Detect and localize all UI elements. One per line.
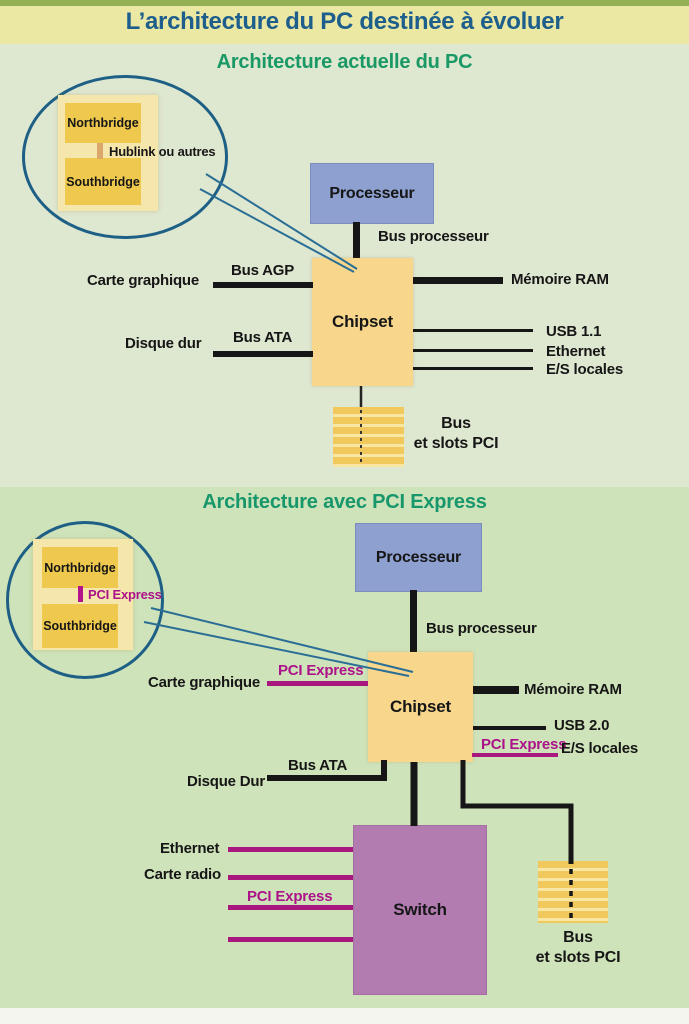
southbridge-label-top: Southbridge bbox=[66, 174, 140, 189]
pci-express-inset-label: PCI Express bbox=[88, 587, 162, 602]
pci-bus-line2-bottom: et slots PCI bbox=[535, 949, 621, 966]
bus-agp-line bbox=[213, 282, 313, 288]
chipset-box-top: Chipset bbox=[312, 258, 413, 386]
pci-express-connector-bottom bbox=[78, 586, 83, 602]
usb-label-top: USB 1.1 bbox=[546, 323, 602, 340]
radio-card-label: Carte radio bbox=[144, 866, 221, 883]
chipset-inset-ellipse-top bbox=[22, 75, 228, 239]
processor-bus-label-top: Bus processeur bbox=[378, 228, 489, 245]
memory-ram-label-bottom: Mémoire RAM bbox=[524, 681, 622, 698]
bus-ata-label-top: Bus ATA bbox=[233, 329, 293, 346]
graphics-card-label-bottom: Carte graphique bbox=[148, 674, 261, 691]
subtitle-pci-express: Architecture avec PCI Express bbox=[202, 491, 487, 513]
pci-slots-stack-top bbox=[333, 407, 404, 467]
memory-ram-line-top bbox=[413, 277, 503, 284]
southbridge-chip-bottom: Southbridge bbox=[42, 604, 118, 648]
bus-agp-label: Bus AGP bbox=[231, 262, 295, 279]
pci-express-switch-label: PCI Express bbox=[247, 888, 333, 905]
pci-express-graphics-label: PCI Express bbox=[278, 662, 364, 679]
top-border-strip bbox=[0, 0, 689, 6]
northbridge-label-top: Northbridge bbox=[67, 116, 139, 130]
chipset-box-bottom: Chipset bbox=[368, 652, 473, 762]
pci-bus-line2-top: et slots PCI bbox=[413, 435, 499, 452]
usb-label-bottom: USB 2.0 bbox=[554, 717, 610, 734]
memory-ram-label-top: Mémoire RAM bbox=[511, 271, 609, 288]
northbridge-label-bottom: Northbridge bbox=[44, 560, 116, 575]
switch-link-line-pci-express-1 bbox=[228, 905, 353, 910]
page-title: L’architecture du PC destinée à évoluer bbox=[125, 8, 564, 35]
chipset-label-bottom: Chipset bbox=[390, 697, 451, 716]
usb-line-top bbox=[413, 329, 533, 332]
ethernet-line-top bbox=[413, 349, 533, 352]
pci-express-local-io-label: PCI Express bbox=[481, 736, 567, 753]
northbridge-chip-bottom: Northbridge bbox=[42, 547, 118, 588]
southbridge-chip-top: Southbridge bbox=[65, 158, 141, 205]
pci-express-graphics-line bbox=[267, 681, 368, 686]
usb-line-bottom bbox=[473, 726, 546, 730]
memory-ram-line-bottom bbox=[473, 686, 519, 694]
northbridge-chip-top: Northbridge bbox=[65, 103, 141, 143]
switch-link-line-radio bbox=[228, 875, 353, 880]
processor-bus-line-top bbox=[353, 222, 360, 258]
bus-ata-line-top bbox=[213, 351, 313, 357]
ethernet-label-bottom: Ethernet bbox=[160, 840, 220, 857]
pci-slots-label-top: Bus et slots PCI bbox=[406, 414, 506, 454]
title-banner bbox=[0, 6, 689, 44]
processor-label-top: Processeur bbox=[329, 184, 415, 202]
southbridge-label-bottom: Southbridge bbox=[43, 619, 117, 633]
hard-disk-label-top: Disque dur bbox=[125, 335, 202, 352]
chipset-label-top: Chipset bbox=[332, 312, 393, 331]
pci-slots-stack-bottom bbox=[538, 861, 608, 923]
ethernet-label-top: Ethernet bbox=[546, 343, 606, 360]
local-io-line-top bbox=[413, 367, 533, 370]
processor-bus-label-bottom: Bus processeur bbox=[426, 620, 537, 637]
chipset-inset-ellipse-bottom bbox=[6, 521, 164, 679]
bottom-border-strip bbox=[0, 1008, 689, 1024]
switch-box: Switch bbox=[353, 825, 487, 995]
pci-bus-line1-top: Bus bbox=[441, 415, 471, 432]
hublink-label-top: Hublink ou autres bbox=[109, 144, 216, 159]
hublink-connector-top bbox=[97, 143, 103, 159]
switch-link-line-ethernet bbox=[228, 847, 353, 852]
switch-link-line-pci-express-2 bbox=[228, 937, 353, 942]
bus-ata-label-bottom: Bus ATA bbox=[288, 757, 348, 774]
processor-bus-line-bottom bbox=[410, 590, 417, 652]
pci-slots-label-bottom: Bus et slots PCI bbox=[528, 928, 628, 968]
switch-label: Switch bbox=[393, 900, 447, 919]
processor-box-top: Processeur bbox=[310, 163, 434, 224]
subtitle-current-architecture: Architecture actuelle du PC bbox=[216, 51, 473, 73]
pci-express-local-io-line bbox=[472, 753, 558, 757]
local-io-label-top: E/S locales bbox=[546, 361, 624, 378]
hard-disk-label-bottom: Disque Dur bbox=[187, 773, 266, 790]
processor-box-bottom: Processeur bbox=[355, 523, 482, 592]
local-io-label-bottom: E/S locales bbox=[561, 740, 639, 757]
processor-label-bottom: Processeur bbox=[375, 548, 462, 566]
graphics-card-label-top: Carte graphique bbox=[87, 272, 200, 289]
pci-bus-line1-bottom: Bus bbox=[563, 929, 593, 946]
